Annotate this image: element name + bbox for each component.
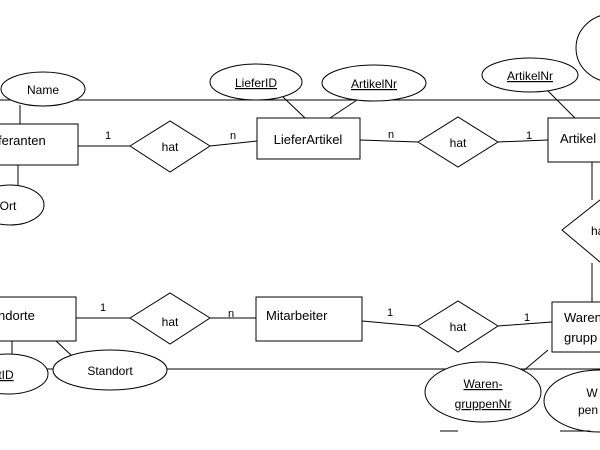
entity-warengruppe-box (551, 301, 600, 353)
attribute-partial-ellipse (575, 15, 600, 81)
cardinality-lieferanten: 1 (105, 130, 111, 142)
entity-standorte: ndorte (0, 308, 35, 323)
entity-mitarbeiter: Mitarbeiter (266, 308, 328, 323)
attribute-name: Name (27, 83, 59, 97)
entity-warengruppe-line2: grupp (564, 330, 597, 345)
cardinality-lieferartikel-left: n (230, 130, 236, 142)
relationship-artikel-warengruppe-label: ha (591, 224, 600, 238)
entity-warengruppe-line1: Waren (564, 310, 600, 325)
cardinality-lieferartikel-right: n (388, 129, 394, 141)
attribute-standort: Standort (87, 364, 133, 378)
attribute-standort-ellipse (52, 349, 168, 391)
attribute-ort: Ort (0, 199, 17, 213)
entity-lieferanten: feranten (0, 133, 46, 148)
cardinality-mitarbeiter-left: n (228, 308, 234, 320)
attribute-warengruppe-partial-ellipse (543, 369, 600, 433)
attribute-standort-id-ellipse (0, 353, 49, 395)
relationship-mitarbeiter-warengruppe-label: hat (450, 320, 467, 334)
cardinality-warengruppe: 1 (524, 312, 530, 324)
relationship-lieferanten-lieferartikel (129, 120, 211, 173)
entity-artikel: Artikel (560, 131, 596, 146)
cardinality-standorte: 1 (100, 302, 106, 314)
attribute-warengruppennr-ellipse (424, 361, 542, 423)
entity-lieferartikel-box (256, 117, 361, 160)
attribute-name-ellipse (0, 71, 86, 107)
entity-lieferanten-box (0, 123, 79, 166)
relationship-mitarbeiter-warengruppe (417, 300, 499, 353)
relationship-lieferanten-lieferartikel-label: hat (162, 140, 179, 154)
attribute-warengruppe-partial-line1: W (586, 386, 598, 400)
attribute-standort-id: tID (0, 368, 14, 382)
attribute-lieferid: LieferID (235, 76, 277, 90)
connector-lines (11, 87, 593, 373)
cardinality-artikel: 1 (526, 130, 532, 142)
cardinality-mitarbeiter-right: 1 (387, 307, 393, 319)
relationship-standorte-mitarbeiter (129, 292, 211, 345)
attribute-artikelnr: ArtikelNr (351, 77, 397, 91)
relationship-lieferartikel-artikel-label: hat (450, 136, 467, 150)
entity-artikel-box (547, 117, 600, 163)
entity-lieferartikel: LieferArtikel (274, 132, 343, 147)
entity-standorte-box (0, 296, 77, 342)
relationship-standorte-mitarbeiter-label: hat (162, 315, 179, 329)
entity-mitarbeiter-box (255, 296, 363, 342)
attribute-artikel-artikelnr: ArtikelNr (507, 69, 553, 83)
attribute-warengruppennr-line1: Waren- (464, 377, 503, 391)
attribute-artikel-artikelnr-ellipse (481, 57, 579, 93)
attribute-lieferid-ellipse (209, 63, 303, 101)
attribute-ort-ellipse (0, 184, 45, 226)
relationship-artikel-warengruppe (561, 199, 600, 263)
relationship-lieferartikel-artikel (417, 116, 499, 168)
attribute-warengruppennr-line2: gruppenNr (455, 397, 512, 411)
attribute-warengruppe-partial-line2: pen (578, 403, 598, 417)
attribute-artikelnr-ellipse (321, 64, 427, 102)
